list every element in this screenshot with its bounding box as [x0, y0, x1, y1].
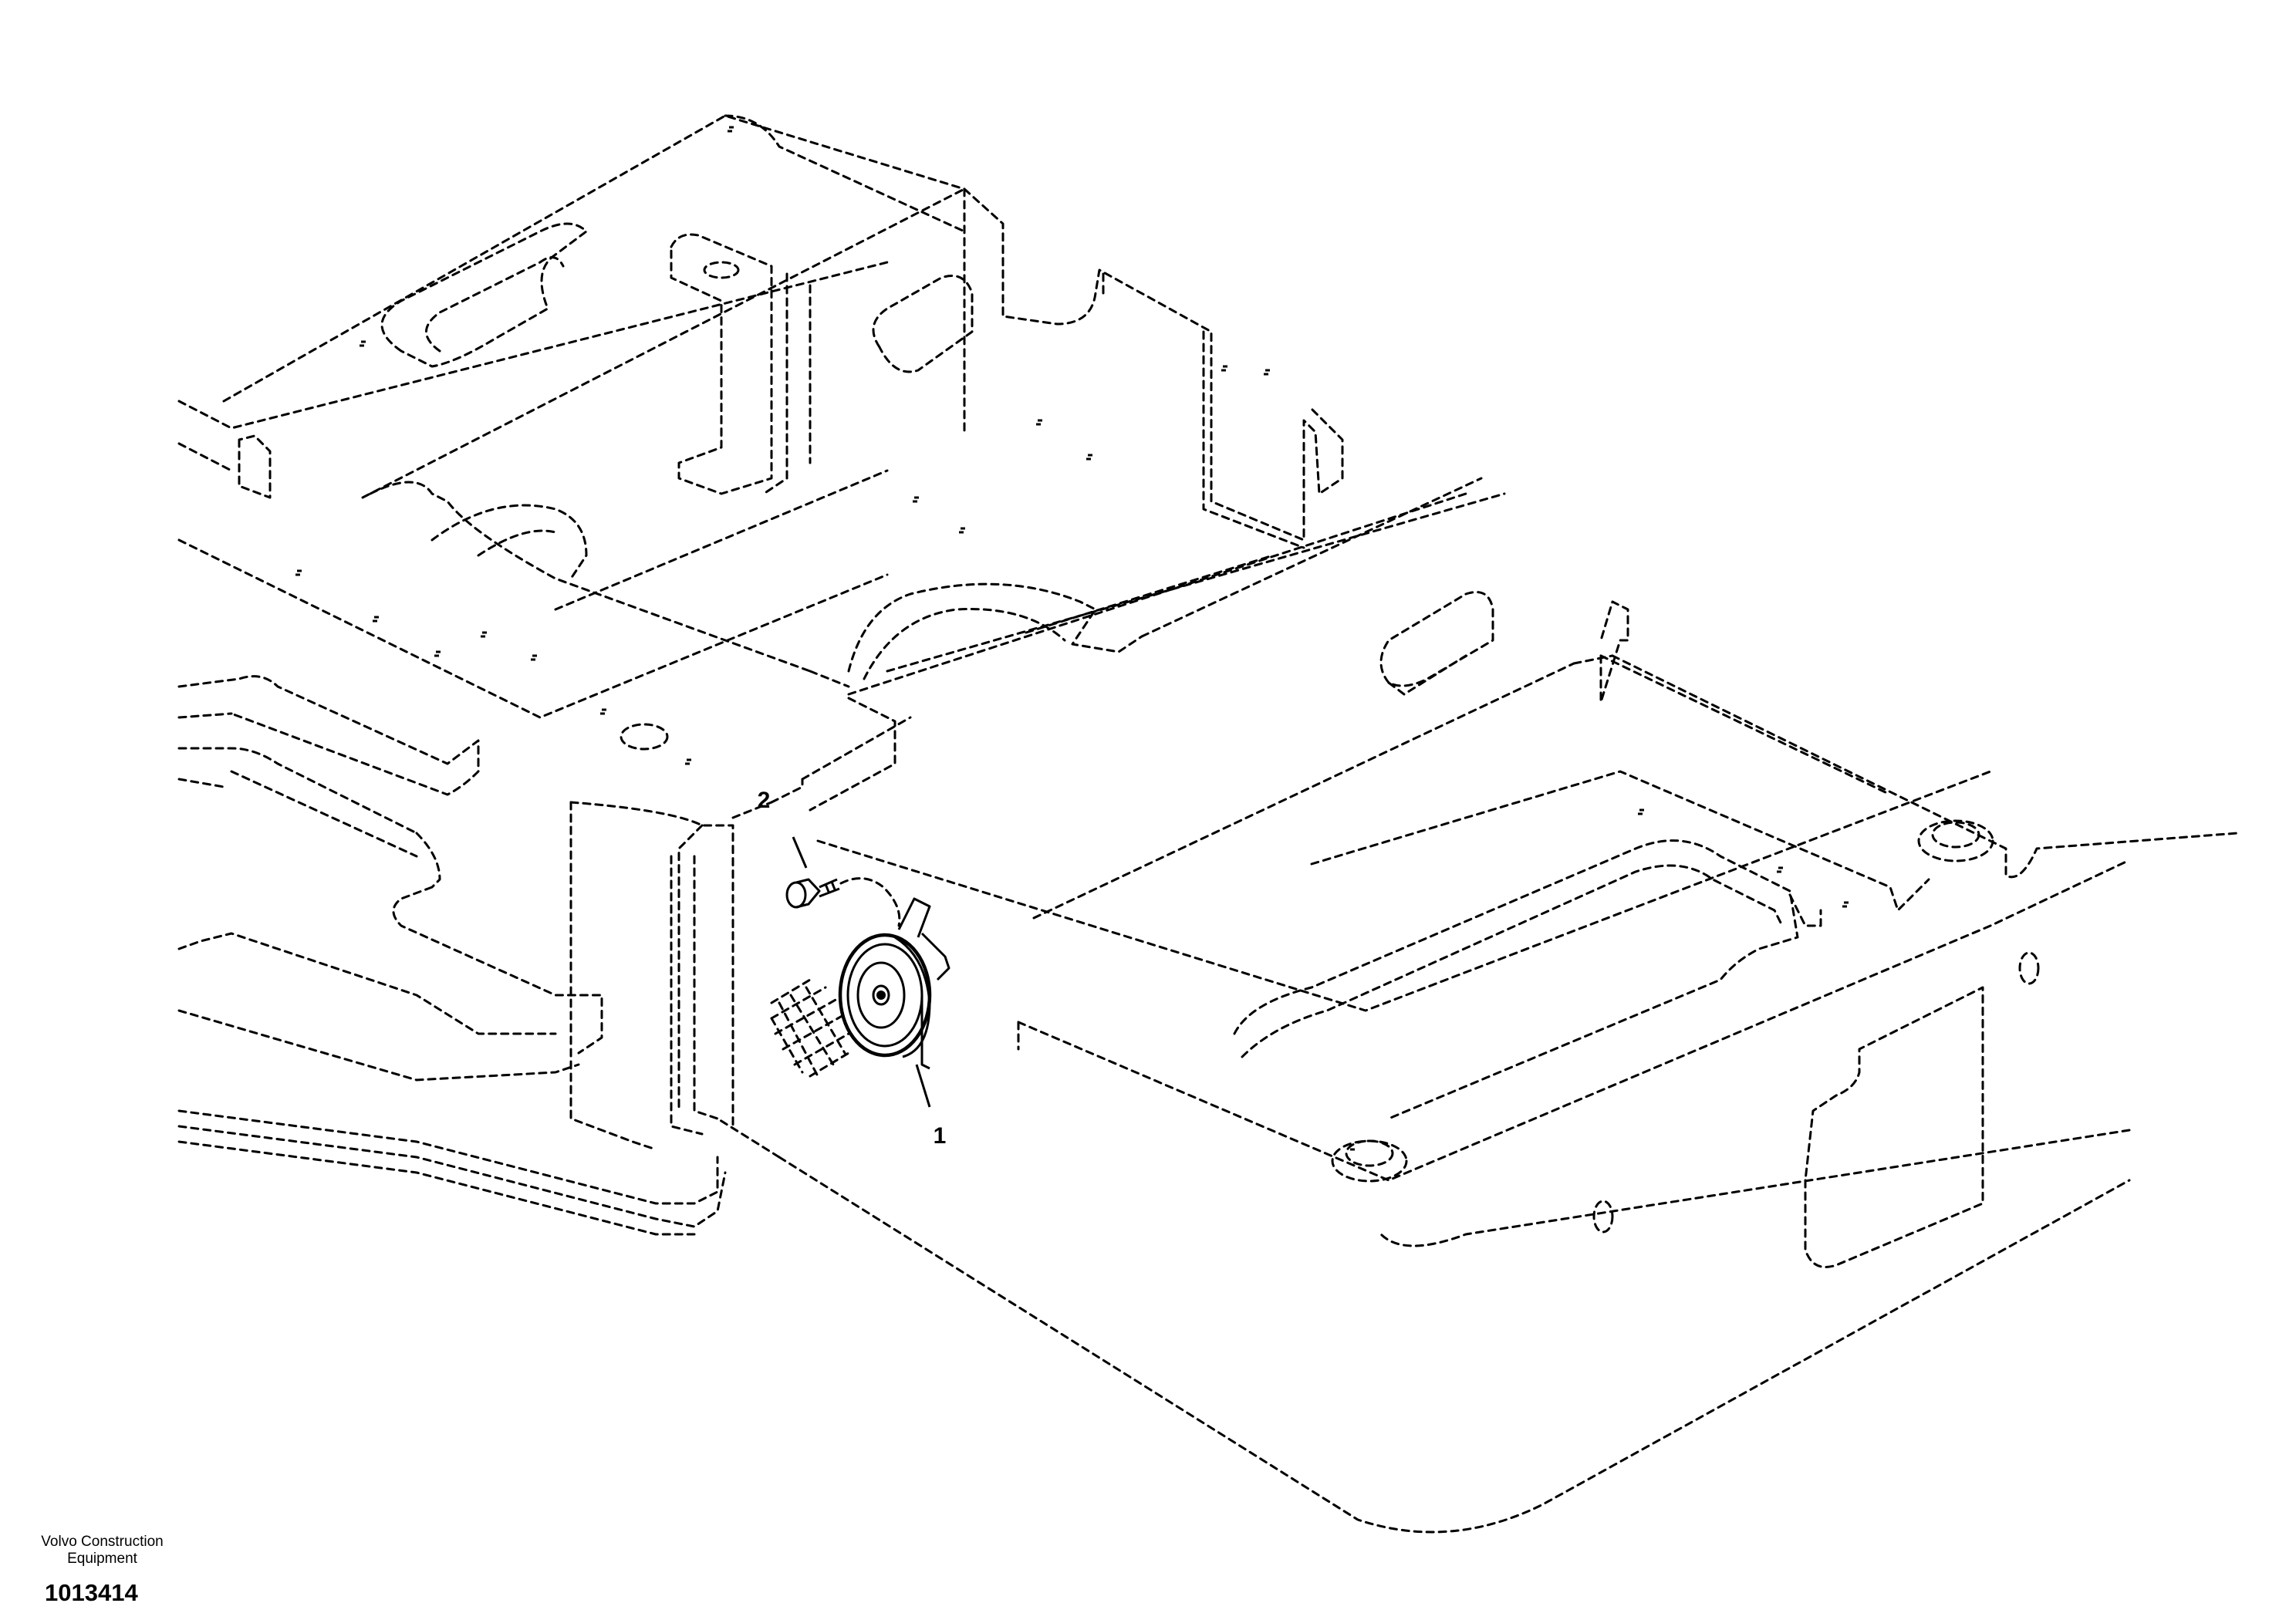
- document-number: 1013414: [45, 1579, 138, 1606]
- grille-icon: [770, 978, 850, 1078]
- screw-icon: [785, 877, 901, 927]
- callout-2: 2: [758, 788, 808, 869]
- company-name: Volvo Construction Equipment: [41, 1534, 164, 1567]
- callout-number-2: 2: [758, 788, 771, 813]
- machine-frame-outline: [177, 114, 2239, 1534]
- horn-icon: [838, 897, 950, 1070]
- callout-number-1: 1: [934, 1123, 947, 1149]
- footer: Volvo Construction Equipment: [15, 1534, 189, 1568]
- callout-1: 1: [915, 1064, 947, 1149]
